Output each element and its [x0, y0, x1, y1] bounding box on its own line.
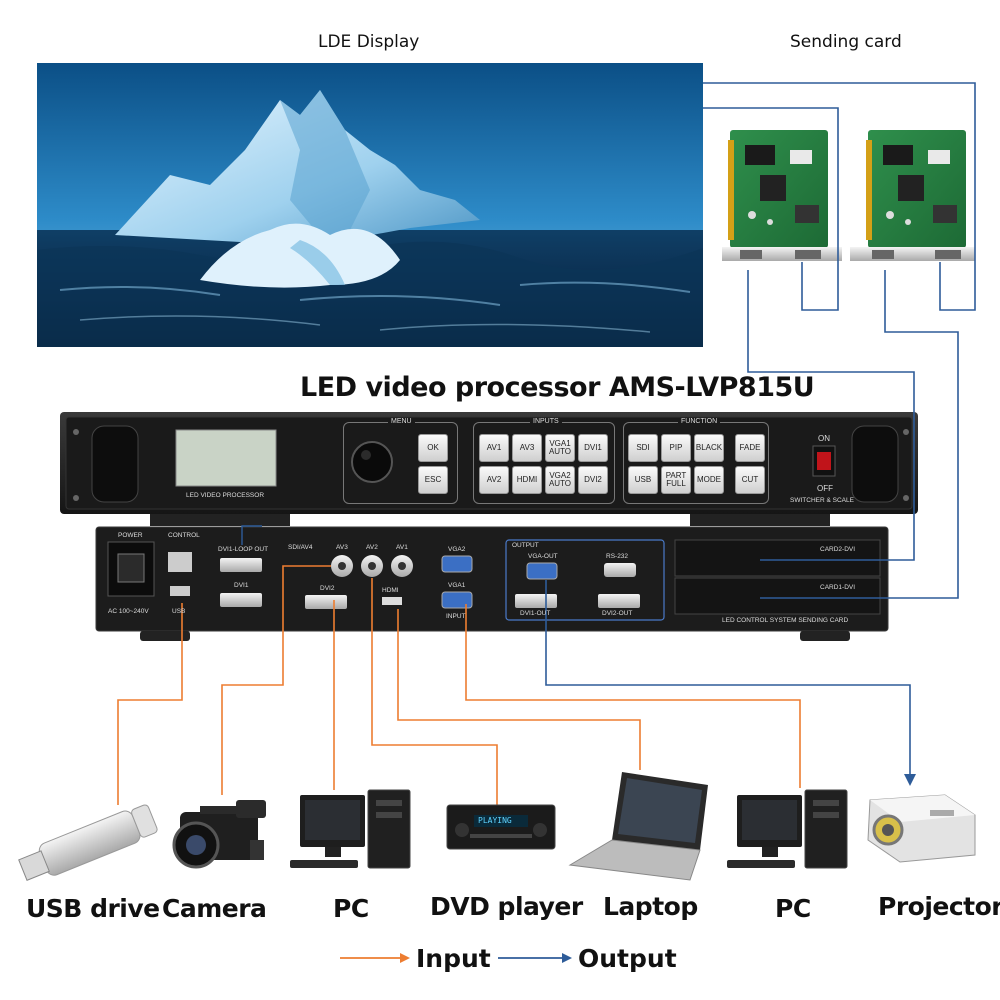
menu-title: MENU — [388, 418, 415, 425]
laptop-icon — [568, 772, 708, 881]
dvi1-button[interactable]: DVI1 — [578, 434, 608, 462]
rear-vga-out-label: VGA-OUT — [528, 553, 558, 560]
rear-power-label: POWER — [118, 532, 143, 539]
usb-button[interactable]: USB — [628, 466, 658, 494]
camera-icon — [172, 800, 266, 869]
part-full-button[interactable]: PART FULL — [661, 466, 691, 494]
dvd-player-label: DVD player — [430, 892, 583, 921]
pc-2-label: PC — [775, 894, 811, 923]
laptop-label: Laptop — [603, 892, 698, 921]
rear-dvi2-out-label: DVI2-OUT — [602, 610, 633, 617]
av1-button[interactable]: AV1 — [479, 434, 509, 462]
pc-1-label: PC — [333, 894, 369, 923]
switcher-label: SWITCHER & SCALE — [790, 497, 854, 504]
rear-usb-label: USB — [172, 608, 186, 615]
rear-dvi1-out-label: DVI1-OUT — [520, 610, 551, 617]
vga2-button[interactable]: VGA2 AUTO — [545, 466, 575, 494]
legend-input-arrow — [340, 953, 410, 963]
output-link — [545, 580, 916, 786]
led-display-image — [37, 63, 703, 347]
usb-drive-label: USB drive — [26, 894, 160, 923]
dvd-screen-text: PLAYING — [478, 816, 512, 825]
black-button[interactable]: BLACK — [694, 434, 724, 462]
processor-rear-panel — [95, 526, 889, 641]
rear-ac-label: AC 100~240V — [108, 608, 149, 615]
av3-button[interactable]: AV3 — [512, 434, 542, 462]
rear-vga2-label: VGA2 — [448, 546, 466, 553]
legend-output-label: Output — [578, 944, 677, 973]
usb-drive-icon — [18, 804, 158, 881]
av2-button[interactable]: AV2 — [479, 466, 509, 494]
projector-icon — [867, 794, 976, 863]
display-label: LDE Display — [318, 32, 420, 52]
sending-card-label: Sending card — [790, 32, 902, 52]
cut-button[interactable]: CUT — [735, 466, 765, 494]
camera-label: Camera — [162, 894, 267, 923]
rear-dvi1-loop-label: DVI1-LOOP OUT — [218, 546, 269, 553]
projector-label: Projector — [878, 892, 1000, 921]
power-on-label: ON — [818, 434, 830, 443]
sending-card-1 — [722, 130, 842, 261]
pip-button[interactable]: PIP — [661, 434, 691, 462]
esc-button[interactable]: ESC — [418, 466, 448, 494]
rear-hdmi-label: HDMI — [382, 587, 399, 594]
rear-av2-label: AV2 — [366, 544, 378, 551]
rear-output-label: OUTPUT — [512, 542, 539, 549]
rear-av1-label: AV1 — [396, 544, 408, 551]
rear-vga1-label: VGA1 — [448, 582, 466, 589]
vga1-button[interactable]: VGA1 AUTO — [545, 434, 575, 462]
loop-link — [241, 525, 262, 545]
rear-sdi-av4-label: SDI/AV4 — [288, 544, 313, 551]
pc-2-icon — [727, 789, 848, 869]
ok-button[interactable]: OK — [418, 434, 448, 462]
card-slot-links — [747, 270, 959, 599]
hdmi-button[interactable]: HDMI — [512, 466, 542, 494]
rear-card1-label: CARD1-DVI — [820, 584, 856, 591]
sdi-button[interactable]: SDI — [628, 434, 658, 462]
rear-input-label: INPUT — [446, 613, 466, 620]
rear-control-label: CONTROL — [168, 532, 200, 539]
sending-card-2 — [850, 130, 975, 261]
pc-1-icon — [290, 789, 411, 869]
mode-button[interactable]: MODE — [694, 466, 724, 494]
dvi2-button[interactable]: DVI2 — [578, 466, 608, 494]
lcd-label: LED VIDEO PROCESSOR — [186, 492, 265, 499]
processor-title: LED video processor AMS-LVP815U — [300, 372, 815, 403]
rear-sending-card-label: LED CONTROL SYSTEM SENDING CARD — [722, 617, 849, 624]
display-card-links — [703, 82, 976, 311]
dvd-player-icon — [446, 804, 556, 850]
rear-rs232-label: RS-232 — [606, 553, 629, 560]
legend-output-arrow — [498, 953, 572, 963]
function-title: FUNCTION — [678, 418, 721, 425]
input-links — [117, 565, 801, 806]
power-off-label: OFF — [817, 484, 833, 493]
fade-button[interactable]: FADE — [735, 434, 765, 462]
legend-input-label: Input — [416, 944, 491, 973]
inputs-title: INPUTS — [530, 418, 562, 425]
rear-dvi1-label: DVI1 — [234, 582, 249, 589]
rear-av3-label: AV3 — [336, 544, 348, 551]
rear-card2-label: CARD2-DVI — [820, 546, 856, 553]
rear-dvi2-label: DVI2 — [320, 585, 335, 592]
